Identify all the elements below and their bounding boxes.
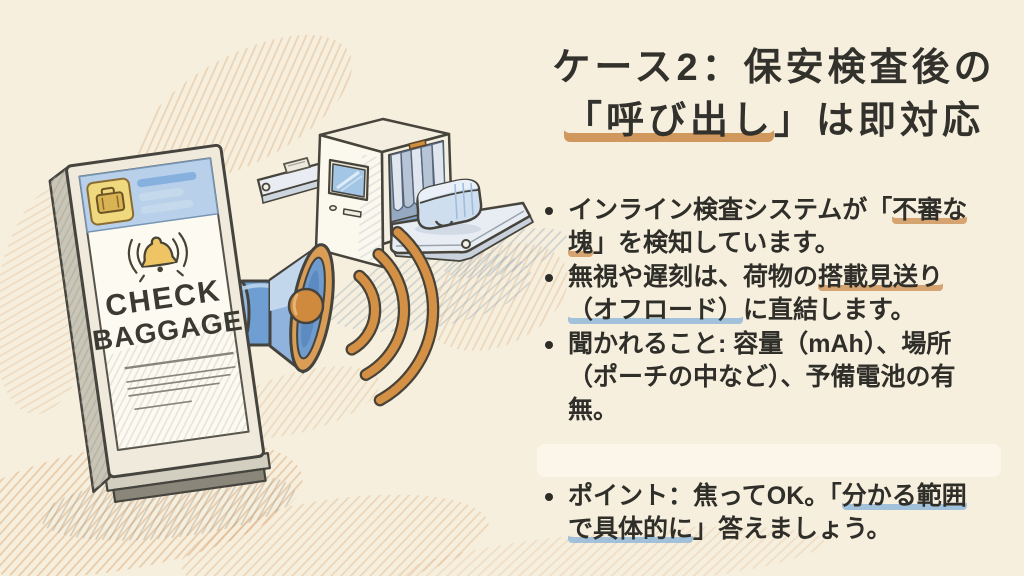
- page-title: ケース2：保安検査後の「呼び出し」は即対応: [533, 28, 1015, 148]
- text-line: （オフロード）に直結します。: [568, 294, 1015, 327]
- scanner-button: [329, 204, 337, 212]
- text-line: インライン検査システムが「不審な: [568, 194, 1015, 227]
- highlighted-text: 「呼び出し: [563, 100, 774, 142]
- text-run: ケース2：保安検査後の: [552, 47, 996, 89]
- bullet-item: 聞かれること: 容量（mAh）、場所 （ポーチの中など）、予備電池の有無。: [533, 328, 1015, 428]
- text-line: 聞かれること: 容量（mAh）、場所: [568, 328, 1015, 361]
- text-run: インライン検査システムが「: [568, 196, 893, 224]
- text-line: ポイント：焦ってOK。「分かる範囲: [568, 480, 1015, 513]
- notification-bell-icon: [127, 232, 188, 283]
- text-line: 塊」を検知しています。: [568, 227, 1015, 260]
- text-run: 」答えましょう。: [693, 515, 892, 544]
- text-run: 」は即対応: [774, 100, 985, 142]
- text-line: （ポーチの中など）、予備電池の有: [568, 361, 1015, 394]
- conveyor-belt-right: [389, 201, 534, 262]
- scanner-screen: [327, 158, 370, 202]
- bullet-item: 無視や遅刻は、荷物の搭載見送り（オフロード）に直結します。: [533, 261, 1015, 328]
- highlighted-text: で具体的に: [568, 515, 694, 544]
- text-run: に直結します。: [743, 296, 916, 325]
- highlighted-text: 塊: [568, 229, 594, 258]
- bullet-group-footer: ポイント：焦ってOK。「分かる範囲で具体的に」答えましょう。: [533, 480, 1015, 547]
- highlighted-text: （オフロード）: [568, 296, 744, 325]
- paper-hatching: [0, 34, 825, 576]
- text-line: で具体的に」答えましょう。: [568, 513, 1015, 546]
- highlighted-text: 搭載見送り: [818, 262, 944, 291]
- bullet-group-main: インライン検査システムが「不審な塊」を検知しています。無視や遅刻は、荷物の搭載見…: [533, 194, 1015, 428]
- text-run: （ポーチの中など）、予備電池の有: [568, 363, 956, 392]
- sign-text-lines: [124, 351, 236, 411]
- bullet-list: インライン検査システムが「不審な塊」を検知しています。無視や遅刻は、荷物の搭載見…: [533, 194, 1015, 547]
- text-run: ポイント：焦ってOK。「: [568, 481, 842, 510]
- conveyor-belt-left: [256, 156, 328, 204]
- text-line: 「呼び出し」は即対応: [533, 95, 1015, 148]
- spacer-band: [537, 443, 1001, 477]
- text-run: 聞かれること: 容量（mAh）、場所: [568, 329, 952, 358]
- text-line: 無。: [568, 394, 1015, 427]
- suitcase-icon: [86, 177, 135, 226]
- xray-scanner-icon: [314, 117, 454, 269]
- sound-waves-icon: [345, 225, 440, 407]
- content-panel: ケース2：保安検査後の「呼び出し」は即対応 インライン検査システムが「不審な塊」…: [533, 28, 1015, 547]
- bullet-item: インライン検査システムが「不審な塊」を検知しています。: [533, 194, 1015, 261]
- text-line: ケース2：保安検査後の: [533, 42, 1015, 95]
- highlighted-text: 分かる範囲: [841, 481, 967, 510]
- text-run: 無。: [568, 396, 619, 425]
- indicator-light: [408, 139, 427, 150]
- bullet-item: ポイント：焦ってOK。「分かる範囲で具体的に」答えましょう。: [533, 480, 1015, 547]
- text-run: 」を検知しています。: [593, 229, 840, 258]
- text-line: 無視や遅刻は、荷物の搭載見送り: [568, 261, 1015, 294]
- tray: [282, 156, 312, 175]
- scanner-slot: [342, 208, 362, 218]
- sign-kiosk: CHECK BAGGAGE: [48, 143, 271, 503]
- highlighted-text: 不審な: [892, 196, 968, 224]
- text-run: 無視や遅刻は、荷物の: [568, 262, 819, 291]
- luggage-icon: [415, 178, 483, 235]
